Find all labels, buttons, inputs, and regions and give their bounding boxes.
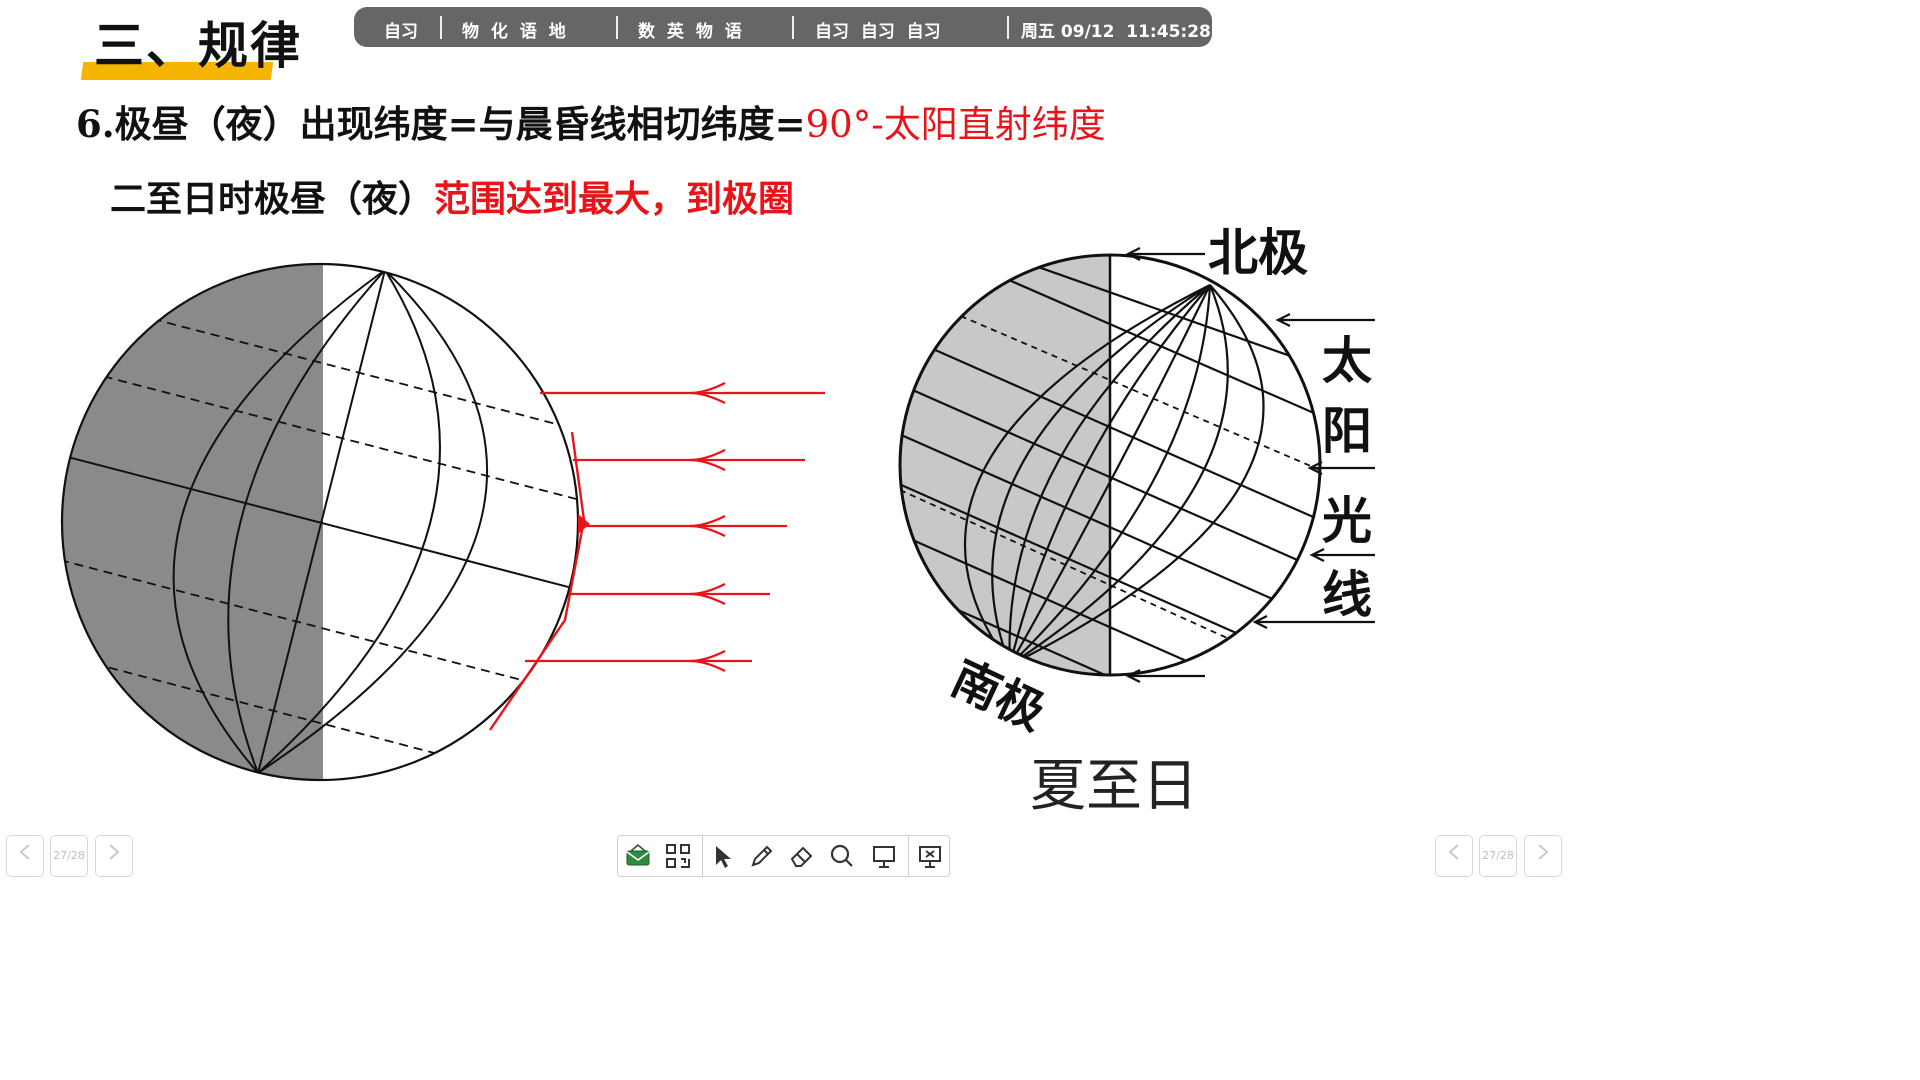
- schedule-separator: [1007, 16, 1009, 39]
- pen-icon[interactable]: [746, 840, 778, 872]
- slide-title: 三、规律: [80, 0, 300, 84]
- south-pole-label: 南极: [943, 650, 1054, 741]
- magnifier-icon[interactable]: [826, 840, 858, 872]
- prev-page-button-right[interactable]: [1435, 835, 1473, 877]
- eraser-icon[interactable]: [786, 840, 818, 872]
- sunlight-label-4: 线: [1322, 566, 1372, 624]
- sunlight-label-2: 阳: [1322, 402, 1372, 460]
- rule-line: 6.极昼（夜）出现纬度=与晨昏线相切纬度=90°-太阳直射纬度: [76, 94, 1106, 148]
- terminator-line: [489, 431, 586, 731]
- next-page-button-right[interactable]: [1524, 835, 1562, 877]
- qr-code-icon[interactable]: [662, 840, 694, 872]
- title-text: 三、规律: [94, 17, 302, 75]
- globe-outline-right: [898, 253, 1322, 677]
- note-line: 二至日时极昼（夜）范围达到最大，到极圈: [110, 170, 794, 222]
- rule-prefix: 6.极昼（夜）出现纬度=与晨昏线相切纬度=: [76, 102, 806, 146]
- mail-icon[interactable]: [622, 840, 654, 872]
- prev-page-button-left[interactable]: [6, 835, 44, 877]
- figures: 北极 南极 太 阳 光 线 夏至日: [60, 224, 1375, 819]
- page-indicator-left[interactable]: 27/28: [50, 835, 88, 877]
- schedule-separator: [616, 16, 618, 39]
- chevron-left-icon: [1448, 844, 1459, 860]
- right-globe: 北极 南极 太 阳 光 线 夏至日: [898, 224, 1375, 819]
- left-globe: [60, 262, 825, 782]
- note-prefix: 二至日时极昼（夜）: [110, 178, 435, 220]
- rule-emphasis: 90°-太阳直射纬度: [805, 103, 1106, 146]
- schedule-item-2: 物 化 语 地: [462, 22, 566, 42]
- night-hemisphere-left: [62, 264, 323, 780]
- presentation-icon[interactable]: [868, 840, 900, 872]
- sunlight-arrows: [1125, 247, 1375, 683]
- sun-rays: [525, 382, 825, 672]
- sunlight-label-3: 光: [1322, 492, 1372, 550]
- north-pole-label: 北极: [1208, 224, 1308, 282]
- schedule-item-3: 数 英 物 语: [638, 22, 742, 42]
- toolbar-separator: [702, 836, 703, 876]
- toolbar-separator: [908, 836, 909, 876]
- schedule-bar: 自习 物 化 语 地 数 英 物 语 自习 自习 自习 周五 09/12 11:…: [354, 7, 1212, 47]
- schedule-item-1: 自习: [384, 22, 418, 42]
- pointer-icon[interactable]: [706, 840, 738, 872]
- chevron-left-icon: [19, 844, 30, 860]
- next-page-button-left[interactable]: [95, 835, 133, 877]
- chevron-right-icon: [109, 844, 120, 860]
- exit-presentation-icon[interactable]: [914, 840, 946, 872]
- subsolar-marker: [578, 514, 590, 534]
- schedule-separator: [792, 16, 794, 39]
- bottom-toolbar: [617, 835, 950, 877]
- note-emphasis: 范围达到最大，到极圈: [434, 178, 795, 220]
- schedule-item-4: 自习 自习 自习: [815, 22, 941, 42]
- schedule-separator: [440, 16, 442, 39]
- page-indicator-right[interactable]: 27/28: [1479, 835, 1517, 877]
- schedule-datetime: 周五 09/12 11:45:28: [1021, 22, 1211, 42]
- sunlight-label-1: 太: [1322, 332, 1372, 390]
- chevron-right-icon: [1538, 844, 1549, 860]
- figure-caption: 夏至日: [1030, 754, 1198, 819]
